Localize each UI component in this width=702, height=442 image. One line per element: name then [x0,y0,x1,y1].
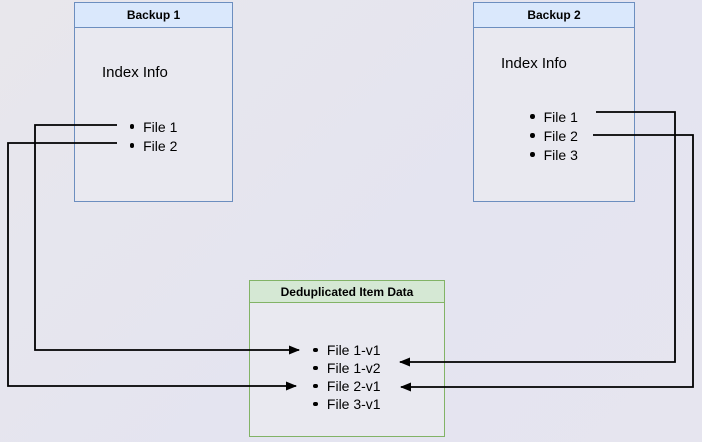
dedup-item-file1-v2: File 1-v2 [326,360,381,376]
bullet-icon [313,347,318,353]
dedup-box: Deduplicated Item Data File 1-v1 File 1-… [249,280,445,437]
backup2-title: Backup 2 [474,3,634,28]
bullet-icon [313,383,318,389]
backup1-file-2: File 2 [143,137,178,154]
bullet-icon [530,133,535,138]
bullet-icon [129,143,135,148]
bullet-icon [313,365,318,371]
bullet-icon [129,124,135,129]
backup2-file-1: File 1 [543,108,578,125]
bullet-icon [313,401,318,407]
list-item: File 1 [474,107,634,126]
list-item: File 1-v2 [250,359,444,377]
backup2-file-3: File 3 [543,146,578,163]
bullet-icon [530,114,535,119]
backup2-box: Backup 2 Index Info File 1 File 2 File 3 [473,2,635,202]
dedup-title: Deduplicated Item Data [250,281,444,303]
list-item: File 1 [75,117,232,136]
backup2-file-list: File 1 File 2 File 3 [474,107,634,164]
backup1-box: Backup 1 Index Info File 1 File 2 [74,2,233,202]
dedup-item-file2-v1: File 2-v1 [326,378,381,394]
backup1-index-info-label: Index Info [102,64,168,81]
dedup-item-file3-v1: File 3-v1 [326,396,381,412]
backup2-index-info-label: Index Info [501,55,567,72]
backup1-file-1: File 1 [143,118,178,135]
list-item: File 2 [474,126,634,145]
list-item: File 3 [474,145,634,164]
dedup-item-list: File 1-v1 File 1-v2 File 2-v1 File 3-v1 [250,341,444,413]
backup1-file-list: File 1 File 2 [75,117,232,155]
list-item: File 3-v1 [250,395,444,413]
list-item: File 1-v1 [250,341,444,359]
bullet-icon [530,152,535,157]
backup2-file-2: File 2 [543,127,578,144]
list-item: File 2 [75,136,232,155]
list-item: File 2-v1 [250,377,444,395]
dedup-item-file1-v1: File 1-v1 [326,342,381,358]
backup1-title: Backup 1 [75,3,232,28]
